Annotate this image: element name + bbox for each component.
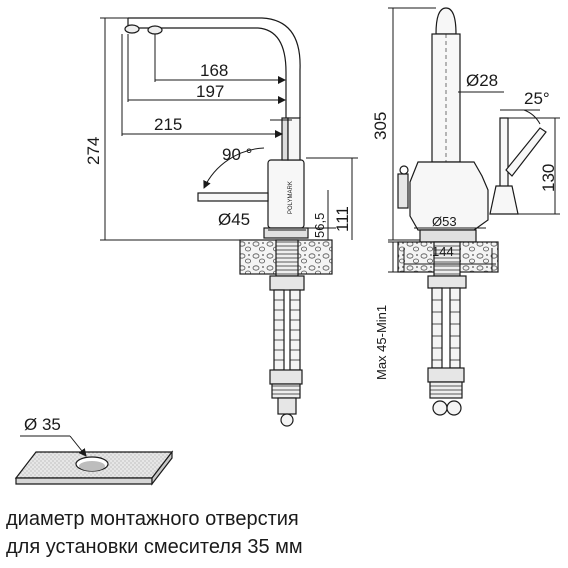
dim-45: Ø45	[218, 210, 250, 229]
dim-90: 90 °	[222, 145, 252, 164]
dim-max-min: Max 45-Min1	[374, 305, 389, 380]
caption-line-1: диаметр монтажного отверстия	[6, 508, 299, 530]
front-view	[397, 7, 547, 416]
front-body	[409, 161, 489, 231]
side-dimensions	[100, 17, 358, 241]
spout-tube	[128, 17, 301, 118]
dim-274: 274	[84, 137, 103, 165]
faucet-body	[267, 159, 305, 229]
countertop-slab-front	[15, 477, 153, 485]
dim-130: 130	[539, 164, 558, 192]
front-hoses	[427, 287, 465, 416]
front-dimensions	[388, 7, 560, 273]
dim-53: Ø53	[432, 214, 457, 229]
caption-line-2: для установки смесителя 35 мм	[6, 536, 303, 558]
brand-label: POLYMARK	[288, 181, 294, 214]
dim-215: 215	[154, 115, 182, 134]
dim-305: 305	[371, 112, 390, 140]
lever	[197, 192, 269, 202]
spout-top	[435, 7, 457, 35]
dim-28: Ø28	[466, 71, 498, 90]
side-view	[124, 17, 333, 427]
dim-168: 168	[200, 61, 228, 80]
dim-144: 144	[432, 244, 454, 259]
front-lever	[489, 117, 547, 215]
dim-197: 197	[196, 82, 224, 101]
hoses	[269, 289, 303, 427]
nozzle	[147, 25, 163, 35]
nozzle	[124, 24, 140, 34]
dim-56: 56,5	[312, 213, 327, 238]
hole-detail	[14, 435, 174, 486]
hole-diameter-label: Ø 35	[24, 415, 61, 434]
dim-111: 111	[333, 206, 352, 232]
dim-25: 25°	[524, 89, 550, 108]
